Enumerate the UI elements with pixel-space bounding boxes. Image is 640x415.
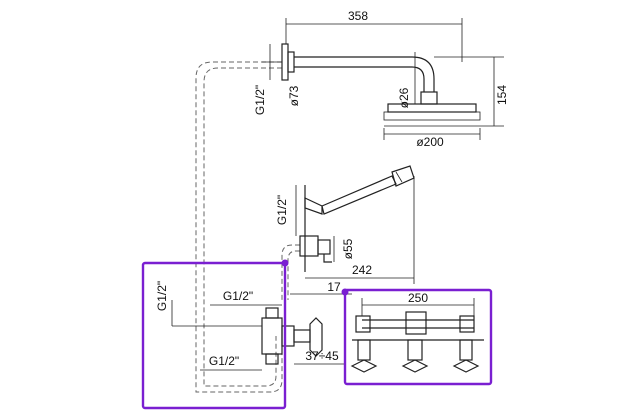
mixer-body [261, 317, 283, 355]
highlight-box-front-view [343, 288, 493, 386]
highlight-marker-side [281, 259, 289, 267]
valve-center-body [405, 311, 427, 335]
dim-mixer-width: 250 [408, 291, 428, 305]
dim-upper-inlet-thread: G1/2" [253, 85, 267, 115]
valve-left-body [355, 315, 371, 333]
flange-nut [287, 51, 295, 73]
shower-arm-pipe-inner [294, 66, 425, 92]
mixer-cap [293, 329, 311, 343]
mixer-top-port [265, 307, 279, 319]
handshower-handle [321, 175, 397, 215]
handle-center [401, 359, 429, 373]
handshower-head [391, 165, 415, 187]
dim-handset-outlet-thread: G1/2" [275, 195, 289, 225]
cross-handle [309, 317, 323, 357]
ball-joint [420, 91, 438, 105]
shower-arm-pipe [294, 56, 435, 92]
dim-head-diameter: ø200 [416, 135, 444, 149]
wall-elbow [299, 235, 319, 257]
handshower-holder [304, 197, 323, 215]
highlight-box-side-view [141, 261, 287, 410]
mixer-bottom-port [265, 353, 279, 365]
dim-wall-flange-diameter: ø73 [287, 85, 301, 106]
handle-right [452, 359, 480, 373]
valve-center-stem [407, 339, 423, 361]
dim-lower-thread: G1/2" [209, 354, 239, 368]
handshower-assembly [299, 165, 415, 272]
concealed-pipe-dashed [195, 61, 300, 393]
highlight-marker-front [341, 288, 349, 296]
valve-right-stem [459, 339, 473, 361]
mixer-side-view [261, 307, 323, 365]
shower-arm-assembly [281, 43, 481, 127]
dimension-lines [171, 18, 504, 371]
shower-head-face [383, 111, 481, 121]
dim-wall-depth-range: 37÷45 [305, 349, 339, 363]
valve-left-stem [357, 339, 371, 361]
hose-connector [323, 254, 332, 263]
mixer-front-view [350, 311, 484, 373]
dim-drop-height: 154 [495, 85, 509, 105]
dim-arm-length: 358 [348, 9, 368, 23]
valve-right-body [459, 315, 475, 333]
dim-elbow-diameter: ø55 [341, 238, 355, 259]
wall-elbow-nut [317, 239, 331, 255]
wall-flange [281, 43, 289, 81]
handle-left [350, 359, 378, 373]
dim-arm-pipe-diameter: ø26 [397, 87, 411, 108]
dim-mixer-thread: G1/2" [223, 289, 253, 303]
dim-handset-projection: 242 [352, 263, 372, 277]
dim-elbow-offset: 17 [327, 280, 341, 294]
dim-left-inlet-thread: G1/2" [155, 281, 169, 311]
